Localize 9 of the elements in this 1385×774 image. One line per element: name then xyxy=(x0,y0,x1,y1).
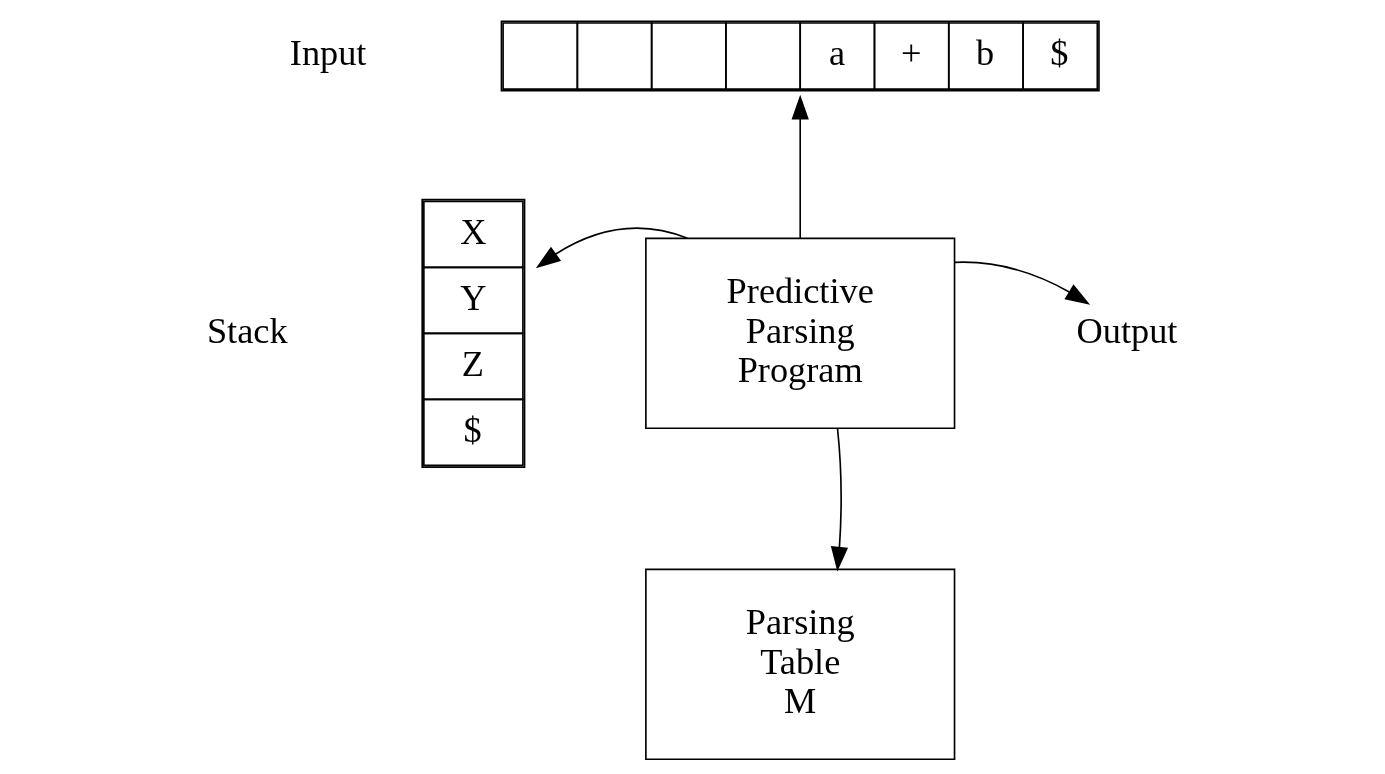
node-box: Parsing Table M xyxy=(645,568,956,761)
arrow xyxy=(791,94,809,239)
arrow xyxy=(953,261,1091,305)
arrow xyxy=(830,427,849,572)
node-box: Predictive Parsing Program xyxy=(645,237,956,430)
arrow xyxy=(535,227,689,269)
node-label: Stack xyxy=(206,310,288,351)
node-text: Output xyxy=(1076,310,1178,351)
node-label: Input xyxy=(289,33,367,74)
